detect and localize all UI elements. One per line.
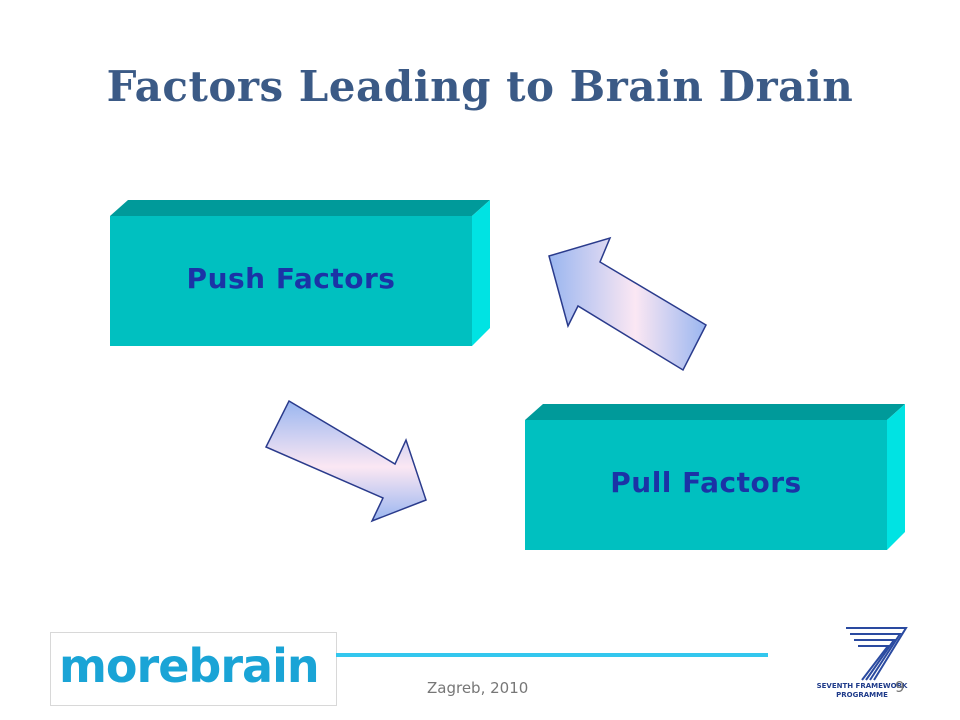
push-box-side-face (472, 200, 490, 346)
slide-title: Factors Leading to Brain Drain (106, 62, 854, 111)
fp7-caption-line1: SEVENTH FRAMEWORK (816, 682, 908, 690)
morebrain-logo: morebrain (50, 632, 337, 706)
push-factors-box: Push Factors (110, 200, 490, 346)
push-factors-label: Push Factors (186, 262, 396, 295)
fp7-logo-icon (846, 627, 908, 681)
footer-location-date: Zagreb, 2010 (427, 679, 529, 697)
push-box-top-face (110, 200, 490, 216)
pull-factors-box: Pull Factors (525, 404, 905, 550)
fp7-caption: SEVENTH FRAMEWORK PROGRAMME (812, 682, 912, 700)
pull-box-top-face (525, 404, 905, 420)
pull-box-side-face (887, 404, 905, 550)
page-number: 9 (895, 678, 905, 696)
fp7-caption-line2: PROGRAMME (836, 691, 888, 699)
pull-factors-label: Pull Factors (610, 466, 802, 499)
push-box-front-face (110, 216, 472, 346)
arrow-pull-to-push (548, 236, 707, 372)
morebrain-logo-text: morebrain (59, 639, 320, 693)
footer-divider (336, 653, 768, 657)
arrow-push-to-pull (264, 399, 427, 523)
pull-box-front-face (525, 420, 887, 550)
